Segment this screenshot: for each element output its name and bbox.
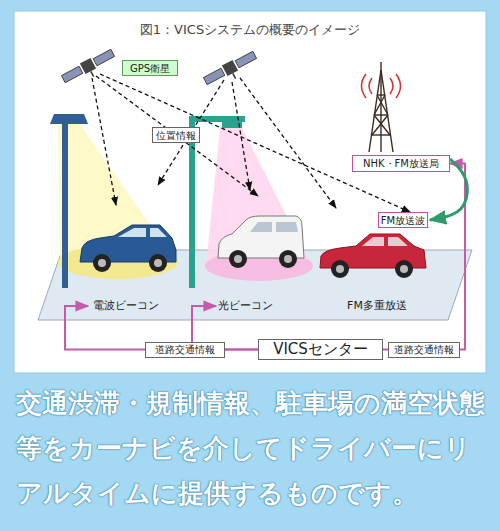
info-label: 位置情報 [152, 127, 200, 143]
car-red [320, 234, 426, 278]
wave-label: FM放送波 [378, 212, 428, 228]
beacon-label: 光ビーコン [216, 297, 274, 315]
optical-beam [206, 128, 312, 266]
position-arrows [92, 74, 410, 212]
edge-label: 道路交通情報 [145, 342, 225, 358]
road-plane [38, 250, 472, 320]
node-text: VICSセンター [273, 341, 368, 358]
node-text: NHK・FM放送局 [363, 158, 439, 169]
position-arrow [240, 78, 336, 208]
position-arrow [232, 82, 250, 190]
broadcast-label: FM多重放送 [340, 297, 414, 315]
beacon-label: 電波ビーコン [88, 297, 164, 315]
gps-satellite [60, 48, 118, 90]
position-arrow [92, 78, 116, 205]
station-box: NHK・FM放送局 [352, 155, 450, 172]
car-white [218, 216, 304, 268]
car-blue [80, 225, 176, 272]
node-text: FM放送波 [381, 215, 425, 226]
center-box: VICSセンター [258, 339, 383, 360]
satellite-label: GPS衛星 [122, 60, 178, 76]
radio-beam [58, 124, 176, 262]
radio-beacon-pole [62, 116, 68, 288]
white-panel [14, 11, 486, 373]
radio-waves [362, 74, 401, 98]
node-text: FM多重放送 [347, 300, 407, 312]
broadcast-tower [369, 62, 393, 152]
node-text: GPS衛星 [130, 63, 170, 74]
node-text: 位置情報 [156, 130, 196, 141]
radio-beacon-head [50, 114, 88, 124]
position-arrow [96, 76, 258, 196]
position-arrow [100, 74, 410, 212]
connector-line [383, 164, 465, 350]
node-text: 電波ビーコン [93, 300, 159, 312]
gps-satellite [202, 50, 260, 92]
caption-text: 交通渋滞・規制情報、駐車場の満空状態等をカーナビを介してドライバーにリアルタイム… [16, 381, 486, 516]
diagram-title: 図1：VICSシステムの概要のイメージ [15, 21, 485, 39]
node-text: 光ビーコン [218, 300, 273, 312]
edge-label: 道路交通情報 [388, 342, 460, 358]
